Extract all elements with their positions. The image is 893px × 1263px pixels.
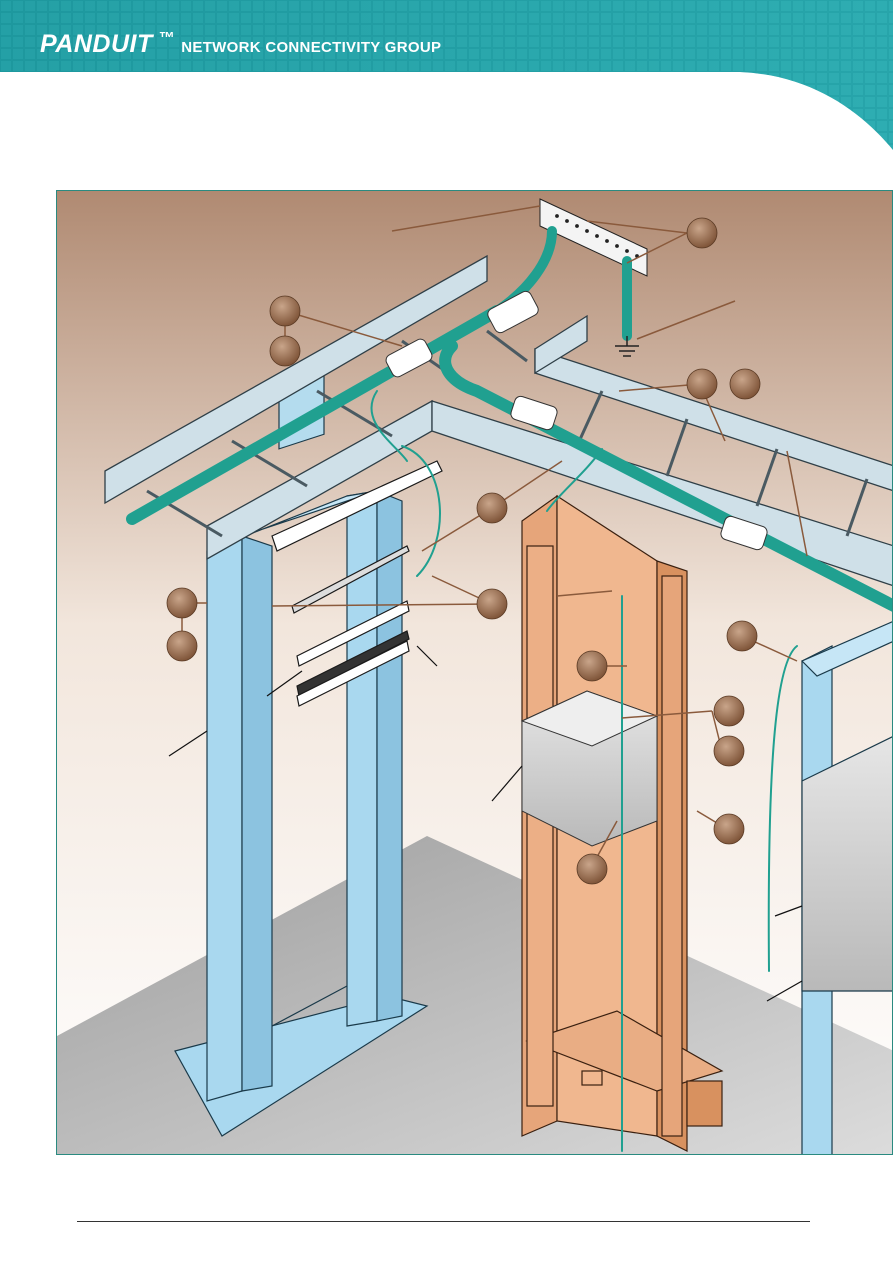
callout-marker — [713, 735, 745, 767]
diagram-illustration — [57, 191, 892, 1154]
grounding-conductors — [126, 226, 892, 1152]
patch-box — [520, 690, 659, 847]
ground-bar — [539, 198, 648, 277]
trademark-symbol: ™ — [158, 30, 176, 47]
callout-marker — [576, 853, 608, 885]
right-rack — [800, 621, 892, 1154]
callout-marker — [166, 587, 198, 619]
callout-marker — [166, 630, 198, 662]
footer-rule — [77, 1221, 810, 1222]
callout-marker — [476, 492, 508, 524]
callout-marker — [576, 650, 608, 682]
callout-marker — [686, 368, 718, 400]
header-band: PANDUIT ™ NETWORK CONNECTIVITY GROUP — [0, 0, 893, 190]
callout-markers — [166, 217, 761, 885]
group-name: NETWORK CONNECTIVITY GROUP — [181, 39, 442, 56]
callout-marker — [476, 588, 508, 620]
black-leaders — [168, 645, 803, 1002]
callout-marker — [713, 695, 745, 727]
callout-marker — [269, 335, 301, 367]
callout-marker — [269, 295, 301, 327]
brand-logo: PANDUIT ™ NETWORK CONNECTIVITY GROUP — [40, 30, 441, 59]
grounding-diagram — [56, 190, 893, 1155]
callout-marker — [713, 813, 745, 845]
grounding-connectors — [385, 290, 768, 551]
leader-lines — [181, 205, 808, 867]
header-mesh-background — [0, 0, 893, 190]
callout-marker — [726, 620, 758, 652]
callout-marker — [729, 368, 761, 400]
ground-symbol — [615, 336, 639, 357]
brand-name: PANDUIT — [40, 30, 153, 58]
rack-mounting-bars — [271, 460, 443, 707]
callout-marker — [686, 217, 718, 249]
